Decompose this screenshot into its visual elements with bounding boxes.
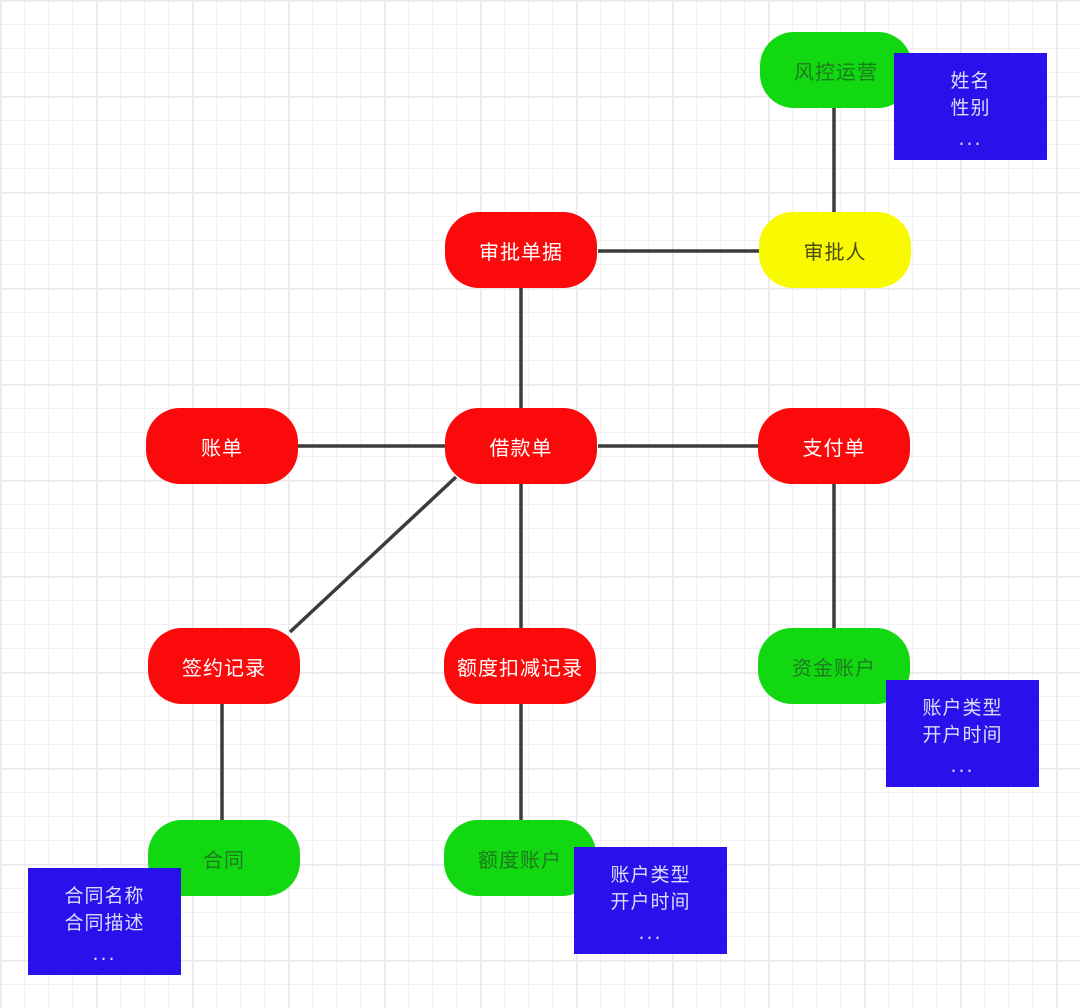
- node-zhangdan[interactable]: 账单: [146, 408, 298, 484]
- attr-box-person[interactable]: 姓名 性别 ...: [894, 53, 1047, 160]
- node-edu-koujian-jilu[interactable]: 额度扣减记录: [444, 628, 596, 704]
- attr-ellipsis: ...: [958, 128, 983, 150]
- attr-line: 合同名称: [64, 885, 145, 907]
- node-label: 资金账户: [792, 655, 876, 680]
- attr-line: 开户时间: [922, 724, 1003, 746]
- node-label: 额度账户: [478, 847, 562, 872]
- node-zhifudan[interactable]: 支付单: [758, 408, 910, 484]
- attr-line: 账户类型: [610, 864, 691, 886]
- node-shenpi-ren[interactable]: 审批人: [759, 212, 911, 288]
- attr-ellipsis: ...: [950, 755, 975, 777]
- node-label: 签约记录: [182, 655, 266, 680]
- node-qianyue-jilu[interactable]: 签约记录: [148, 628, 300, 704]
- node-label: 审批人: [803, 239, 867, 264]
- node-label: 审批单据: [479, 239, 563, 264]
- node-label: 借款单: [489, 435, 553, 460]
- attr-line: 姓名: [950, 70, 991, 92]
- node-label: 账单: [201, 435, 243, 460]
- node-zijin-zhanghu[interactable]: 资金账户: [758, 628, 910, 704]
- attr-line: 账户类型: [922, 697, 1003, 719]
- node-label: 支付单: [802, 435, 866, 460]
- attr-box-edu-zhanghu[interactable]: 账户类型 开户时间 ...: [574, 847, 727, 954]
- edge-jiekuandan-qianyuejilu[interactable]: [288, 475, 458, 634]
- attr-line: 开户时间: [610, 891, 691, 913]
- attr-ellipsis: ...: [638, 922, 663, 944]
- node-edu-zhanghu[interactable]: 额度账户: [444, 820, 596, 896]
- node-jiekuandan[interactable]: 借款单: [445, 408, 597, 484]
- node-label: 风控运营: [794, 59, 878, 84]
- node-shenpi-danju[interactable]: 审批单据: [445, 212, 597, 288]
- attr-line: 性别: [950, 97, 991, 119]
- attr-line: 合同描述: [64, 912, 145, 934]
- node-label: 额度扣减记录: [457, 655, 583, 680]
- attr-box-hetong[interactable]: 合同名称 合同描述 ...: [28, 868, 181, 975]
- node-label: 合同: [203, 847, 245, 872]
- attr-ellipsis: ...: [92, 943, 117, 965]
- attr-box-zijin-zhanghu[interactable]: 账户类型 开户时间 ...: [886, 680, 1039, 787]
- node-fengkong-yunying[interactable]: 风控运营: [760, 32, 912, 108]
